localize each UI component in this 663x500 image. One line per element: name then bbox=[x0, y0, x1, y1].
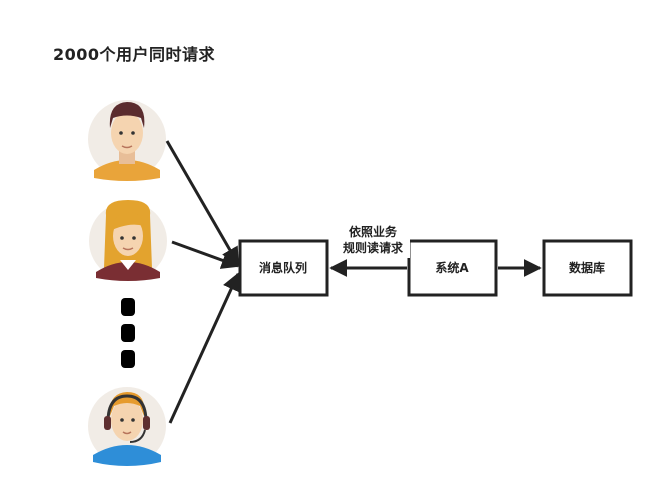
arrow-user3-to-mq bbox=[168, 272, 240, 424]
edge-label-line-2: 规则读请求 bbox=[343, 240, 404, 255]
arrow-user1-to-mq bbox=[165, 140, 240, 266]
diagram-title: 2000个用户同时请求 bbox=[52, 45, 216, 64]
user-avatar-support bbox=[88, 387, 166, 466]
database-node: 数据库 bbox=[542, 239, 633, 297]
user-avatar-woman bbox=[89, 200, 167, 281]
arrow-user2-to-mq bbox=[171, 240, 240, 269]
system-a-node: 系统A bbox=[407, 239, 498, 297]
message-queue-label: 消息队列 bbox=[259, 260, 307, 275]
more-users-ellipsis bbox=[121, 298, 135, 368]
edge-label-line-1: 依照业务 bbox=[349, 224, 398, 239]
edge-label-read-requests: 依照业务 规则读请求 bbox=[338, 222, 410, 258]
message-queue-node: 消息队列 bbox=[238, 239, 329, 297]
system-a-label: 系统A bbox=[435, 260, 469, 275]
database-label: 数据库 bbox=[569, 260, 605, 275]
user-avatar-man bbox=[88, 100, 166, 181]
